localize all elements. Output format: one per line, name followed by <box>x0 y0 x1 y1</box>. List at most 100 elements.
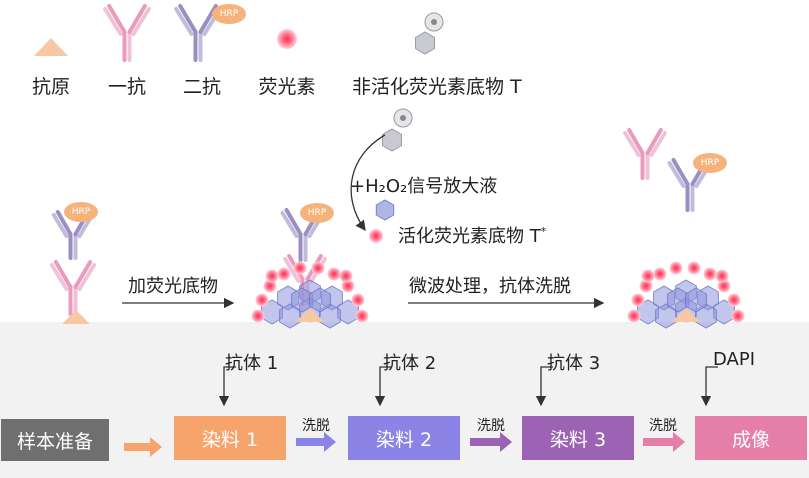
input-arrow-4 <box>700 366 718 407</box>
legend-substrate-hex-icon <box>415 31 435 55</box>
antibody-arm <box>49 263 69 291</box>
elute-label-1: 洗脱 <box>302 418 330 434</box>
activated-substrate-label: 活化荧光素底物 T* <box>398 225 547 247</box>
antibody-arm <box>283 257 301 284</box>
elute-label-2: 洗脱 <box>477 418 505 434</box>
antibody-arm <box>131 7 151 36</box>
antibody-arm <box>174 7 194 36</box>
input-arrow-1 <box>218 366 236 407</box>
activated-substrate-hex <box>685 287 707 313</box>
dapi-label: DAPI <box>713 349 756 370</box>
antibody-arm <box>103 7 123 36</box>
activated-hex-icon <box>375 199 395 221</box>
input-arrow-3 <box>535 366 553 407</box>
antibody-2-label: 抗体 2 <box>383 353 437 374</box>
fluorophore-dot <box>277 267 291 281</box>
fluorophore-dot <box>641 269 655 283</box>
fluorophore-dot <box>351 293 365 307</box>
fluorophore-dot <box>669 261 683 275</box>
antibody-arm <box>107 4 127 34</box>
fluorophore-dot <box>339 269 353 283</box>
arrow-to-stain-3 <box>470 432 512 452</box>
antibody-3-label: 抗体 3 <box>547 353 601 374</box>
add-substrate-label: 加荧光底物 <box>128 276 218 297</box>
activated-fluor-icon <box>369 229 383 243</box>
antigen-triangle <box>296 308 324 322</box>
microwave-elution-label: 微波处理，抗体洗脱 <box>409 276 571 297</box>
arrow-to-stain-1 <box>124 437 162 457</box>
legend-fluorophore-icon <box>277 29 297 49</box>
antibody-arm <box>645 128 663 156</box>
reaction-curve-arrow <box>350 134 386 232</box>
mid-hrp-blob <box>300 203 334 223</box>
fluorophore-dot <box>293 261 307 275</box>
antibody-arm <box>53 260 73 289</box>
elute-label-3: 洗脱 <box>649 418 677 434</box>
substrate-core-icon <box>400 115 406 121</box>
hrp-left-label: HRP <box>71 207 91 217</box>
fluorophore-dot <box>731 309 745 323</box>
legend-primary-label: 一抗 <box>107 76 147 98</box>
antibody-arm <box>623 131 641 158</box>
imaging-box: 成像 <box>695 416 807 460</box>
fluorophore-dot <box>639 279 653 293</box>
fluorophore-dot <box>341 279 355 293</box>
antibody-arm <box>77 263 97 291</box>
antibody-arm <box>51 213 69 239</box>
arrow-to-stain-2 <box>296 432 336 452</box>
stain-3-box: 染料 3 <box>522 416 634 460</box>
fluorophore-dot <box>727 293 741 307</box>
fluorophore-dot <box>687 261 701 275</box>
fluorophore-dot <box>627 309 641 323</box>
substrate-hex-icon <box>382 128 402 152</box>
input-arrow-2 <box>374 366 392 407</box>
stain-1-box: 染料 1 <box>174 416 286 460</box>
left-hrp-blob <box>64 202 98 222</box>
left-antigen-triangle <box>62 310 90 324</box>
legend-fluorophore-label: 荧光素 <box>258 76 316 98</box>
antibody-arm <box>667 161 686 188</box>
antibody-arm <box>55 210 73 237</box>
h2o2-label: +H₂O₂信号放大液 <box>350 176 498 197</box>
hrp-mid-label: HRP <box>307 208 327 218</box>
antibody-arm <box>671 158 690 186</box>
legend-secondary-label: 二抗 <box>182 76 222 98</box>
fluorophore-dot <box>703 267 717 281</box>
antigen-triangle <box>672 308 700 322</box>
fluorophore-dot <box>717 279 731 293</box>
fluorophore-dot <box>327 267 341 281</box>
fluorophore-dot <box>355 309 369 323</box>
antibody-arm <box>627 128 645 156</box>
antibody-1-label: 抗体 1 <box>225 353 279 374</box>
sample-prep-box: 样本准备 <box>1 419 109 461</box>
antibody-arm <box>280 211 299 238</box>
fluorophore-dot <box>631 293 645 307</box>
antibody-arm <box>178 4 198 34</box>
legend-primary-antibody-icon <box>103 4 151 62</box>
hrp-right-label: HRP <box>700 158 720 168</box>
fluorophore-dot <box>263 279 277 293</box>
fluorophore-dot <box>255 293 269 307</box>
antibody-arm <box>649 131 667 158</box>
left-primary-antibody <box>49 260 97 316</box>
fluorophore-dot <box>311 261 325 275</box>
right-hrp-blob <box>693 153 727 173</box>
activated-substrate-hex <box>309 287 331 313</box>
hrp-legend-label: HRP <box>219 9 239 19</box>
antibody-arm <box>284 208 303 236</box>
right-primary-antibody <box>623 128 667 180</box>
legend-antigen-label: 抗原 <box>31 76 71 98</box>
antibody-arm <box>73 260 93 289</box>
fluorophore-dot <box>251 309 265 323</box>
legend-substrate-label: 非活化荧光素底物 T <box>352 76 522 98</box>
antibody-arm <box>127 4 147 34</box>
legend-substrate-core-icon <box>431 19 437 25</box>
stain-2-box: 染料 2 <box>348 416 460 460</box>
fluorophore-dot <box>653 267 667 281</box>
fluorophore-dot <box>715 269 729 283</box>
arrow-to-imaging <box>643 432 685 452</box>
legend-antigen-icon <box>34 38 68 56</box>
fluorophore-dot <box>265 269 279 283</box>
legend-hrp-icon <box>212 4 246 24</box>
